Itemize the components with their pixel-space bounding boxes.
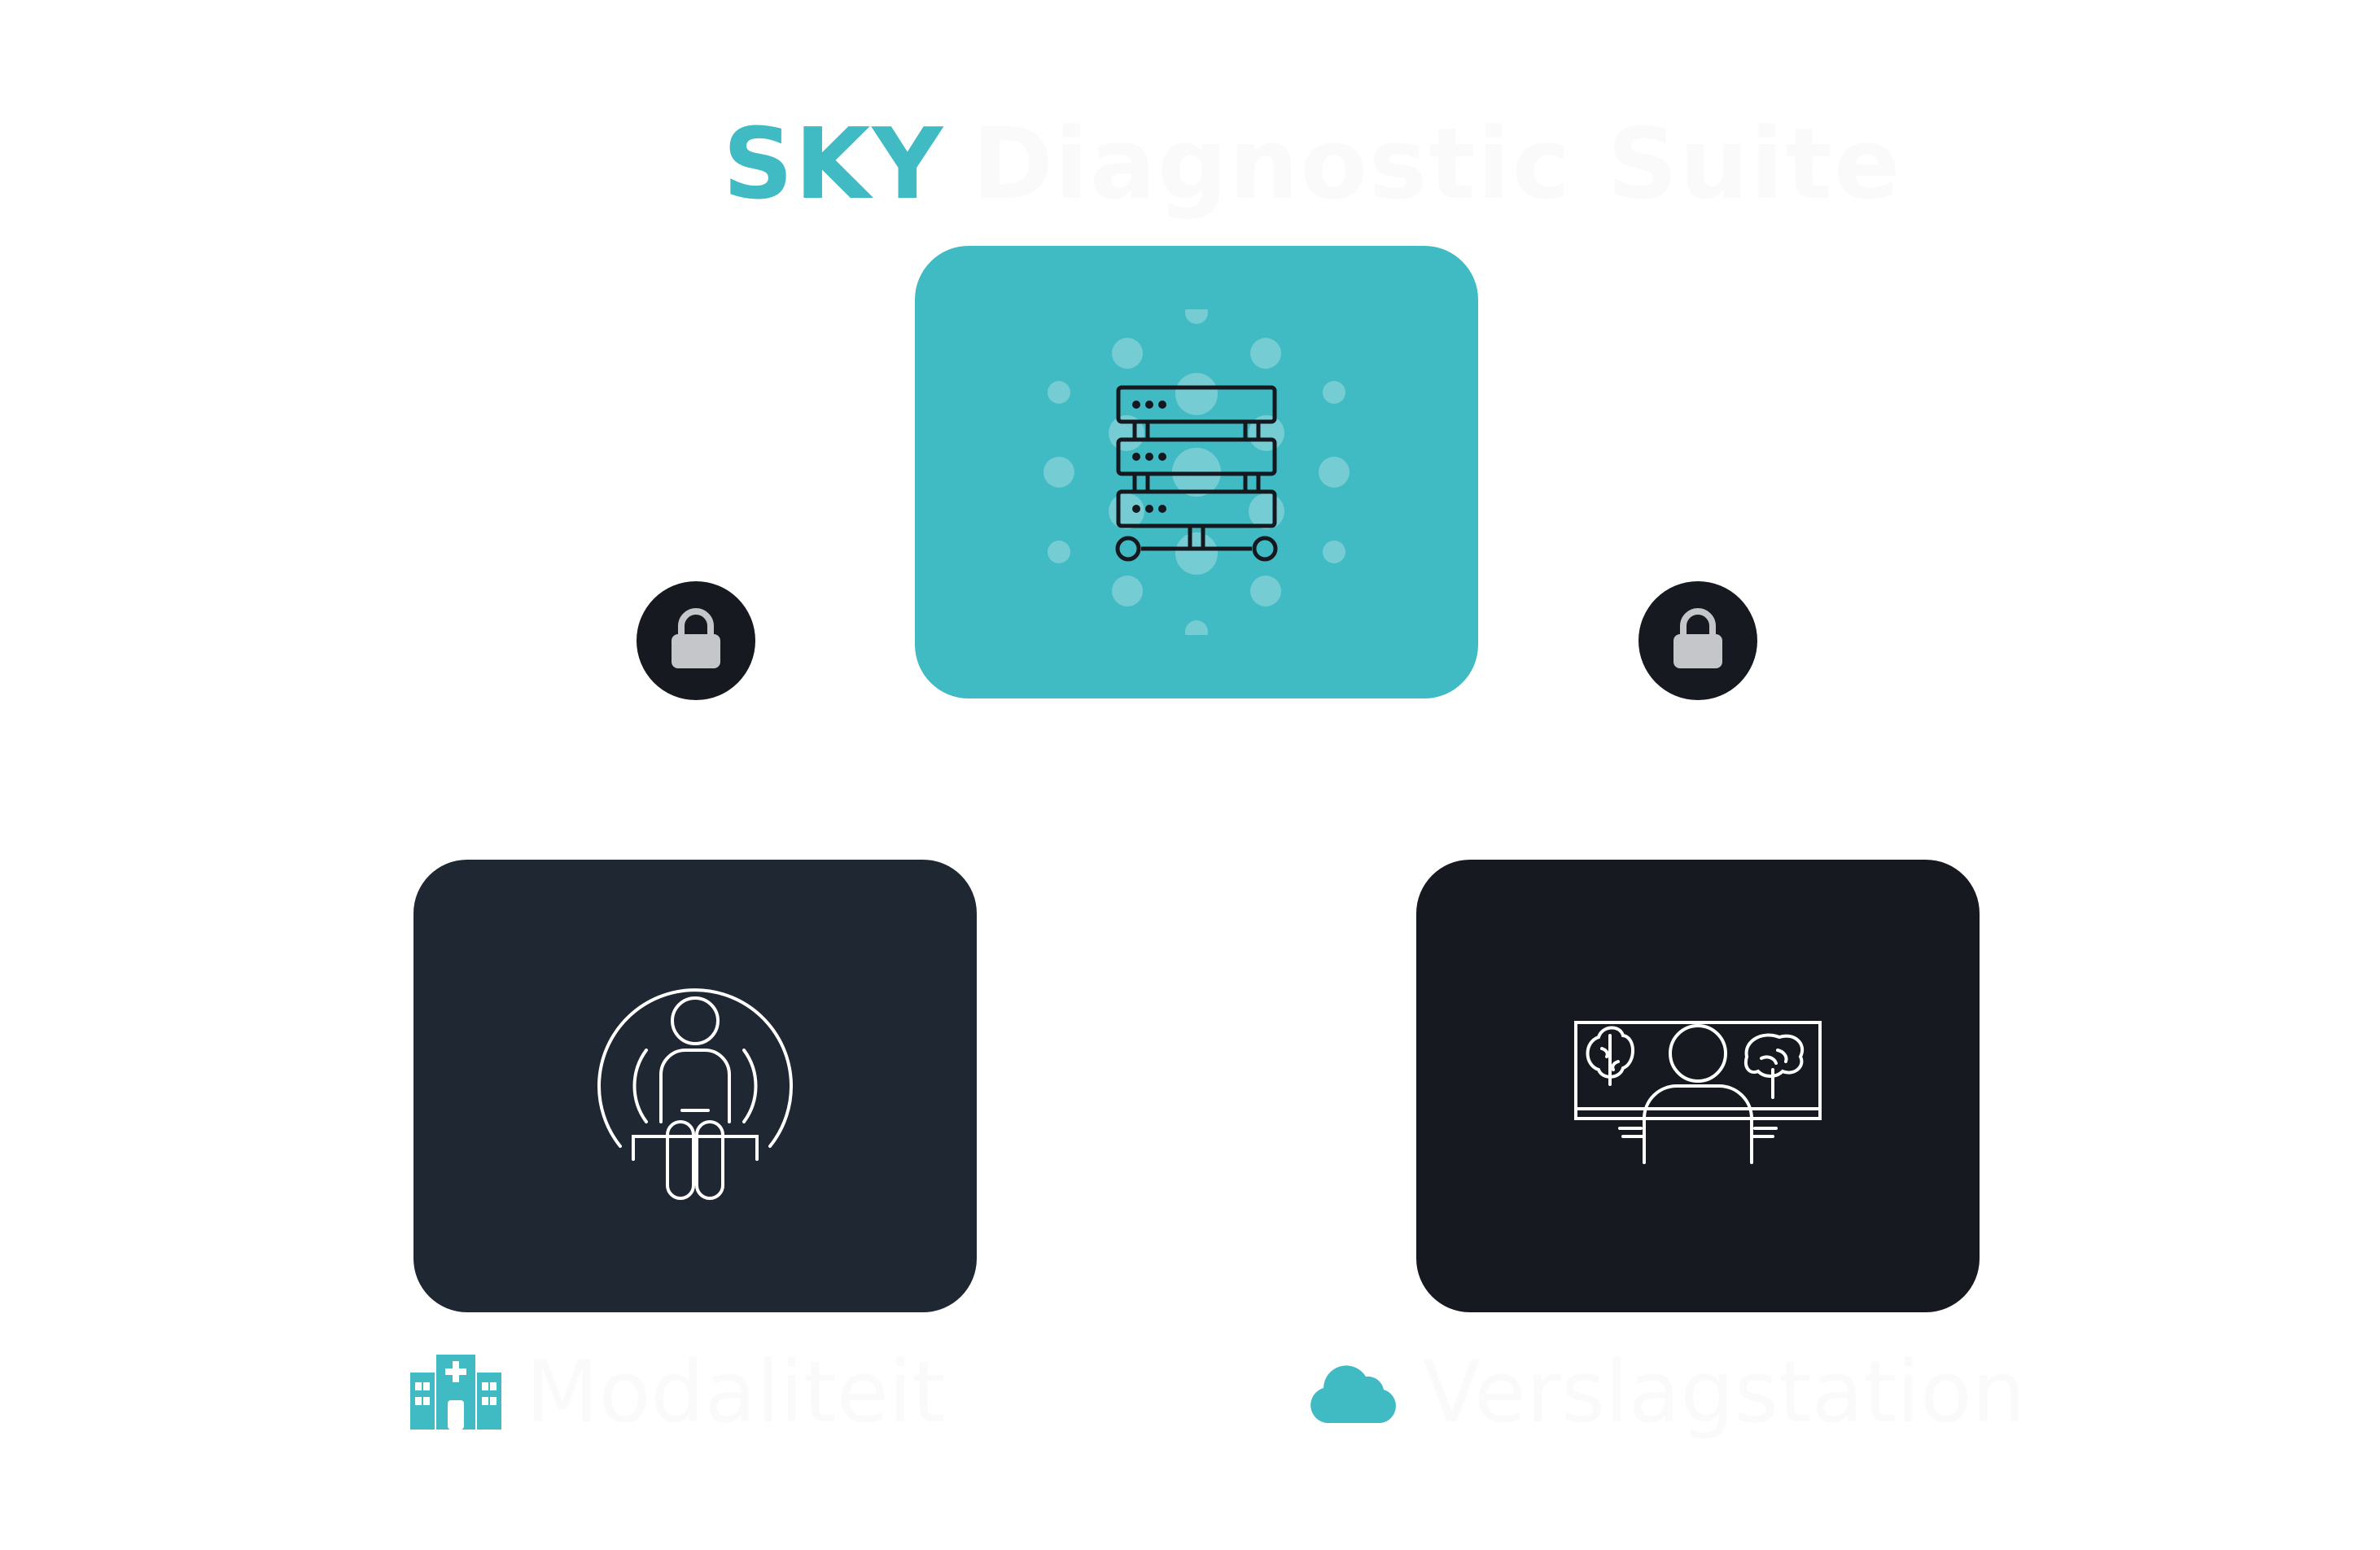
rack-leds	[1132, 401, 1166, 513]
mri-scanner-patient-icon	[597, 988, 793, 1200]
report-station-card	[1416, 860, 1980, 1312]
report-station-label-text: Verslagstation	[1423, 1342, 2026, 1442]
cloud-icon	[1310, 1365, 1396, 1423]
server-rack-icon	[1043, 309, 1350, 635]
server-card	[915, 246, 1478, 698]
modality-card	[413, 860, 977, 1312]
reporting-workstation-brain-icon	[1574, 1021, 1822, 1164]
title-product: Diagnostic Suite	[972, 108, 1902, 221]
lock-icon	[1673, 608, 1722, 668]
hospital-building-icon	[410, 1355, 501, 1430]
modality-label: Modaliteit	[410, 1335, 945, 1449]
report-station-label: Verslagstation	[1307, 1335, 2026, 1449]
connection-lock-right	[1638, 581, 1757, 700]
connection-lock-left	[637, 581, 755, 700]
title-brand: SKY	[723, 108, 945, 221]
modality-label-text: Modaliteit	[526, 1342, 946, 1442]
lock-icon	[672, 608, 720, 668]
rack-outline	[1115, 385, 1278, 562]
